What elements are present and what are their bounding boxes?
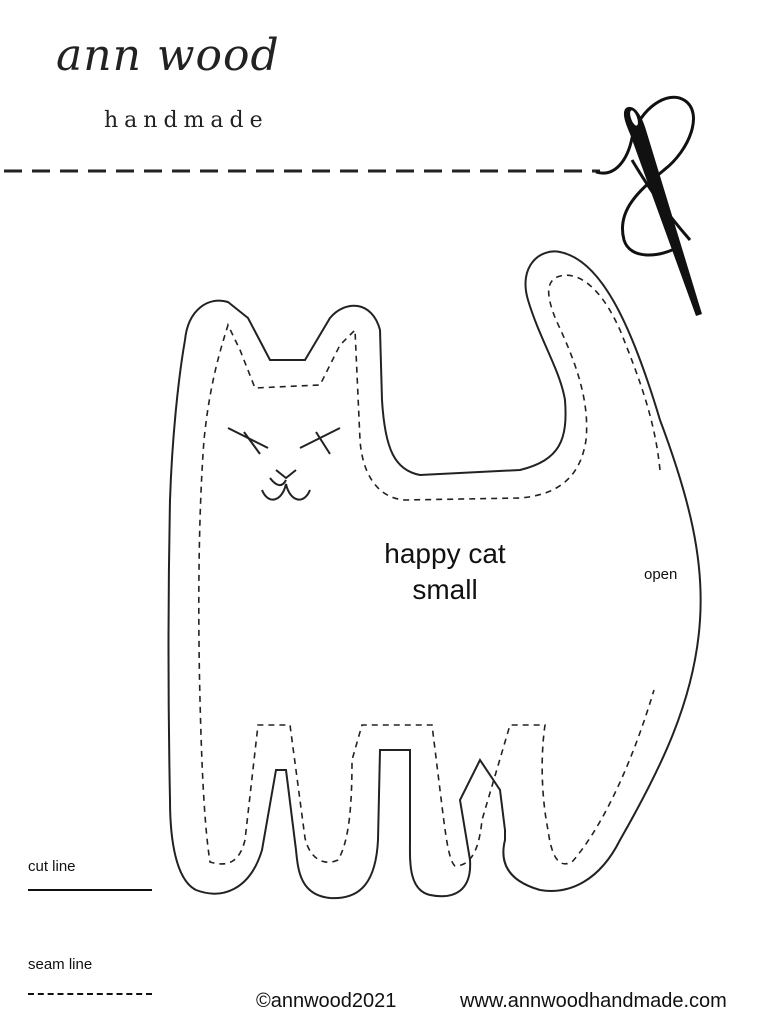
cat-cut-line xyxy=(167,250,702,900)
footer-website-link[interactable]: www.annwoodhandmade.com xyxy=(460,990,727,1012)
pattern-title-line-1: happy cat xyxy=(384,538,506,569)
needle-and-thread-icon xyxy=(595,95,702,316)
brand-subtitle: handmade xyxy=(104,108,269,133)
opening-label: open xyxy=(644,566,678,583)
cat-right-eye xyxy=(299,427,341,455)
brand-logo-script: ann wood xyxy=(56,30,280,81)
legend-cut-label: cut line xyxy=(28,858,76,875)
pattern-title: happy cat small xyxy=(330,536,560,608)
pattern-title-line-2: small xyxy=(412,574,478,605)
legend-seam-line-sample xyxy=(28,993,152,995)
cat-mouth xyxy=(261,469,311,501)
legend-seam-label: seam line xyxy=(28,956,93,973)
legend-cut-line-sample xyxy=(28,889,152,891)
footer-copyright: ©annwood2021 xyxy=(256,990,397,1012)
cat-left-eye xyxy=(227,427,269,455)
cat-seam-line xyxy=(198,274,661,867)
